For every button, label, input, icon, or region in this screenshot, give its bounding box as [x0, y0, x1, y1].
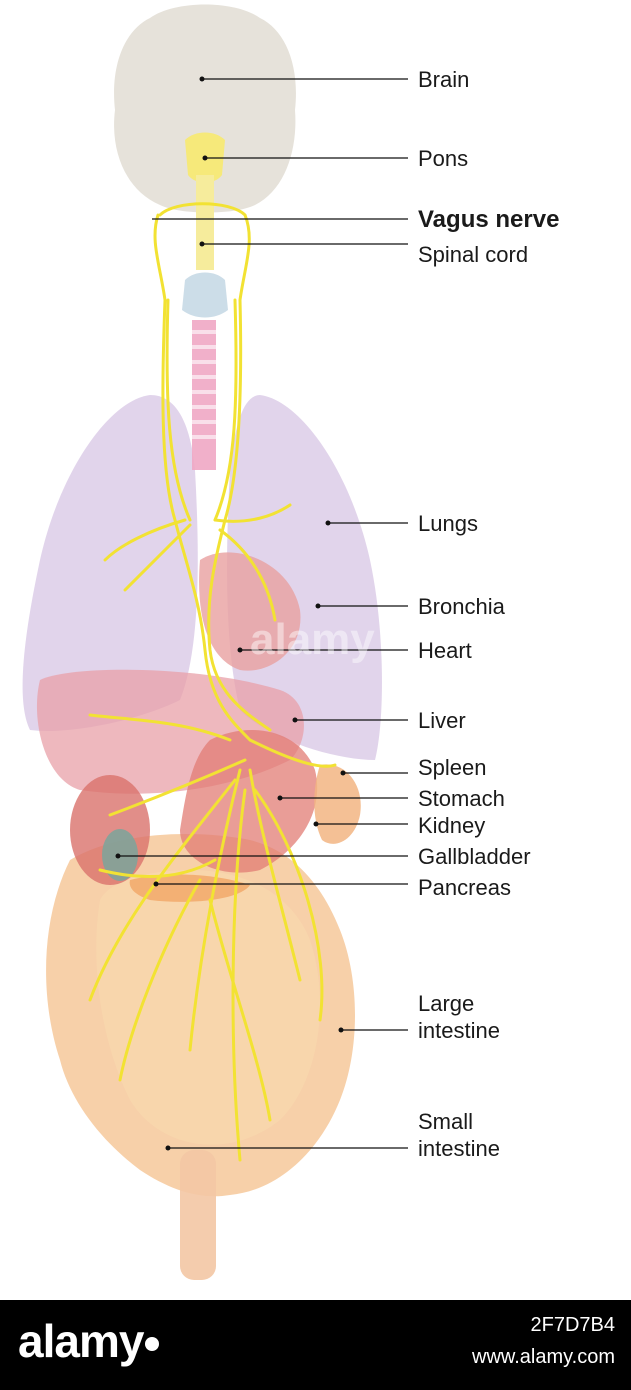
site-url[interactable]: www.alamy.com	[472, 1346, 615, 1368]
label-kidney: Kidney	[418, 813, 485, 838]
brand-logo: alamy	[18, 1314, 160, 1368]
anatomy-illustration: Brain Pons Vagus nerve Spinal cord Lungs…	[22, 4, 559, 1280]
image-id: 2F7D7B4	[530, 1314, 616, 1336]
label-vagus-nerve: Vagus nerve	[418, 206, 559, 233]
label-pons: Pons	[418, 146, 468, 171]
leader-lines	[115, 76, 408, 1151]
label-gallbladder: Gallbladder	[418, 844, 531, 869]
spleen-shape	[314, 764, 361, 844]
label-large-intestine-line2: intestine	[418, 1018, 500, 1043]
brain-shape	[114, 4, 296, 213]
label-spleen: Spleen	[418, 755, 487, 780]
heart-shape	[199, 552, 301, 671]
label-liver: Liver	[418, 708, 466, 733]
label-small-intestine-line2: intestine	[418, 1136, 500, 1161]
small-intestine-shape	[96, 870, 320, 1280]
spinal-cord-shape	[196, 175, 214, 270]
trachea-shape	[182, 272, 228, 470]
vagus-nerve-paths	[88, 202, 337, 1162]
label-heart: Heart	[418, 638, 472, 663]
brand-mark-icon	[145, 1337, 160, 1351]
label-spinal-cord: Spinal cord	[418, 242, 528, 267]
label-brain: Brain	[418, 67, 469, 92]
vagus-nerve-diagram: Brain Pons Vagus nerve Spinal cord Lungs…	[22, 4, 559, 1280]
label-small-intestine-line1: Small	[418, 1109, 473, 1134]
label-large-intestine-line1: Large	[418, 991, 474, 1016]
lungs-shape	[22, 395, 382, 760]
brand-name: alamy	[18, 1315, 144, 1367]
label-pancreas: Pancreas	[418, 875, 511, 900]
label-bronchia: Bronchia	[418, 594, 506, 619]
label-lungs: Lungs	[418, 511, 478, 536]
stock-footer-bar: alamy 2F7D7B4 www.alamy.com	[0, 1300, 631, 1390]
label-stomach: Stomach	[418, 786, 505, 811]
pancreas-shape	[129, 874, 250, 902]
